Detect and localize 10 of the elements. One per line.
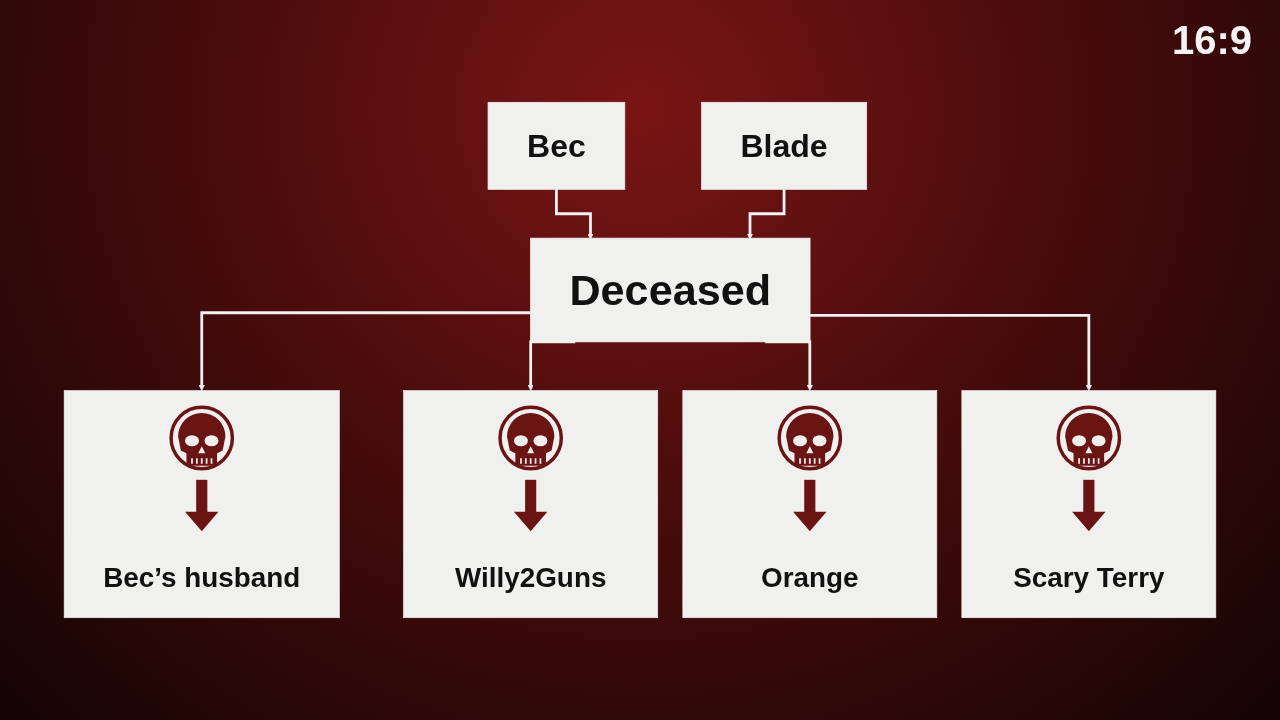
node-box: Bec’s husband xyxy=(63,390,340,619)
node-box: Bec xyxy=(487,101,626,190)
node-box: Blade xyxy=(701,101,868,190)
node-box: Deceased xyxy=(530,237,811,343)
arrow xyxy=(810,314,1092,391)
node-box: Willy2Guns xyxy=(403,390,659,619)
arrow xyxy=(198,311,531,391)
node-box: Orange xyxy=(682,390,938,619)
aspect-ratio-label: 16:9 xyxy=(1171,18,1252,63)
node-box: Scary Terry xyxy=(961,390,1217,619)
